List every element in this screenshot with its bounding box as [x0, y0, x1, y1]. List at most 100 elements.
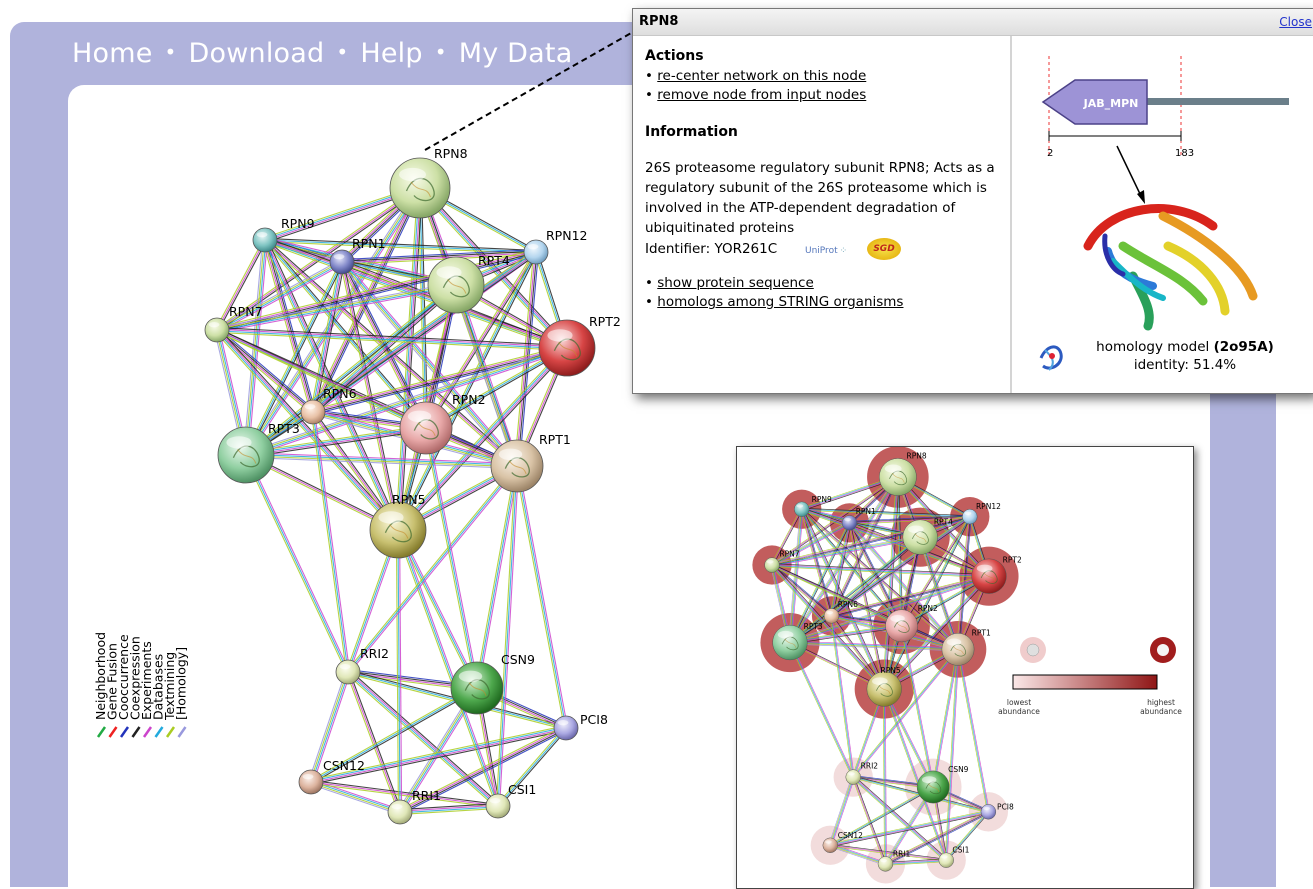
inset-node-csn9[interactable]: CSN9 — [916, 765, 969, 804]
inset-node-rpn9[interactable]: RPN9 — [794, 495, 832, 517]
legend-item: Coexpression — [128, 636, 143, 738]
legend-label: Experiments — [139, 641, 154, 720]
node-highlight — [333, 253, 345, 260]
node-sphere — [845, 769, 861, 785]
inset-node-rpn12[interactable]: RPN12 — [962, 502, 1001, 525]
inset-node-rri1[interactable]: RRI1 — [877, 849, 911, 872]
main-node-csn12[interactable]: CSN12 — [298, 758, 365, 795]
node-highlight — [304, 403, 316, 410]
network-edge — [772, 563, 833, 616]
identity-text: identity: 51.4% — [1133, 357, 1237, 373]
inset-node-csi1[interactable]: CSI1 — [938, 846, 970, 868]
main-node-csi1[interactable]: CSI1 — [485, 782, 536, 819]
network-edge — [883, 575, 989, 689]
main-node-rpt1[interactable]: RPT1 — [490, 432, 571, 493]
main-node-rpn9[interactable]: RPN9 — [252, 216, 315, 253]
nav-mydata-link[interactable]: My Data — [458, 38, 573, 69]
sgd-logo[interactable]: SGD — [867, 238, 901, 260]
network-edge — [772, 564, 833, 616]
legend-label: Gene Fusion — [105, 643, 120, 720]
network-edge — [398, 348, 568, 531]
node-label: RPN12 — [546, 228, 587, 243]
inset-node-rpn6[interactable]: RPN6 — [823, 600, 858, 624]
inset-node-rpn7[interactable]: RPN7 — [764, 549, 800, 573]
main-node-rpt4[interactable]: RPT4 — [427, 253, 510, 314]
network-edge — [264, 241, 567, 351]
main-node-pci8[interactable]: PCI8 — [553, 712, 608, 741]
inset-node-rpn5[interactable]: RPN5 — [866, 666, 902, 707]
inset-node-rpt1[interactable]: RPT1 — [941, 629, 991, 666]
inset-node-pci8[interactable]: PCI8 — [980, 802, 1014, 820]
network-edge — [312, 672, 351, 783]
network-edge — [497, 727, 567, 807]
main-node-rpn6[interactable]: RPN6 — [300, 386, 357, 425]
inset-node-rri2[interactable]: RRI2 — [845, 761, 879, 785]
node-highlight — [208, 321, 220, 328]
network-edge — [397, 529, 499, 807]
network-edge — [884, 516, 971, 690]
protein-3d-structure-image[interactable] — [1083, 204, 1258, 331]
network-edge — [830, 786, 934, 846]
uniprot-logo[interactable]: UniProt⁘ — [805, 246, 848, 256]
legend-color-swatch — [96, 726, 107, 738]
homology-model-icon[interactable] — [1039, 345, 1063, 371]
action-remove-link[interactable]: • remove node from input nodes — [645, 86, 1013, 105]
main-node-rri1[interactable]: RRI1 — [387, 788, 441, 825]
domain-end-label: 183 — [1175, 148, 1194, 159]
network-edge — [518, 252, 539, 467]
domain-arrow[interactable] — [1041, 79, 1148, 125]
inset-node-rpt4[interactable]: RPT4 — [902, 518, 953, 555]
main-node-rpn12[interactable]: RPN12 — [523, 228, 587, 265]
main-node-rpt3[interactable]: RPT3 — [217, 421, 300, 484]
nav-download-link[interactable]: Download — [188, 38, 325, 69]
network-edge — [957, 649, 989, 812]
popup-close-link[interactable]: Close — [1279, 15, 1312, 29]
main-node-csn9[interactable]: CSN9 — [450, 652, 535, 715]
network-edge — [830, 844, 947, 861]
inset-node-rpn1[interactable]: RPN1 — [841, 507, 876, 531]
inset-node-csn12[interactable]: CSN12 — [822, 831, 863, 853]
legend-label: Neighborhood — [93, 632, 108, 720]
network-edge — [852, 777, 947, 861]
node-sphere — [877, 856, 894, 872]
main-node-rpn5[interactable]: RPN5 — [369, 492, 427, 559]
network-edge — [790, 625, 902, 644]
bullet: • — [645, 275, 658, 291]
network-edge — [829, 776, 854, 846]
main-node-rri2[interactable]: RRI2 — [335, 646, 389, 685]
inset-node-rpn8[interactable]: RPN8 — [879, 451, 927, 496]
nav-help-link[interactable]: Help — [360, 38, 423, 69]
network-edge — [245, 261, 343, 456]
network-edge — [790, 640, 959, 649]
network-edge — [217, 286, 457, 333]
inset-node-rpn2[interactable]: RPN2 — [885, 604, 938, 643]
main-node-rpn8[interactable]: RPN8 — [389, 146, 468, 219]
show-sequence-link[interactable]: • show protein sequence — [645, 274, 1013, 293]
nav-home-link[interactable]: Home — [72, 38, 153, 69]
network-edge — [310, 783, 400, 815]
main-node-rpn2[interactable]: RPN2 — [399, 392, 486, 455]
domain-label: JAB_MPN — [1083, 97, 1139, 110]
homologs-link[interactable]: • homologs among STRING organisms — [645, 293, 1013, 312]
node-label: RPT4 — [478, 253, 510, 268]
network-edge — [397, 347, 567, 530]
main-node-rpn1[interactable]: RPN1 — [329, 236, 386, 275]
inset-node-rpt2[interactable]: RPT2 — [971, 556, 1022, 594]
main-node-rpt2[interactable]: RPT2 — [538, 314, 621, 377]
legend-color-swatch — [131, 726, 141, 738]
network-edge — [771, 535, 920, 564]
action-recenter-link[interactable]: • re-center network on this node — [645, 67, 1013, 86]
node-label: RPT1 — [972, 629, 991, 638]
network-edge — [771, 476, 899, 566]
node-sphere — [941, 632, 975, 666]
inset-node-rpt3[interactable]: RPT3 — [772, 622, 823, 661]
main-node-rpn7[interactable]: RPN7 — [204, 304, 263, 343]
node-sphere — [300, 399, 326, 425]
network-edge — [885, 576, 991, 691]
network-edge — [830, 845, 947, 862]
network-edge — [771, 522, 850, 565]
